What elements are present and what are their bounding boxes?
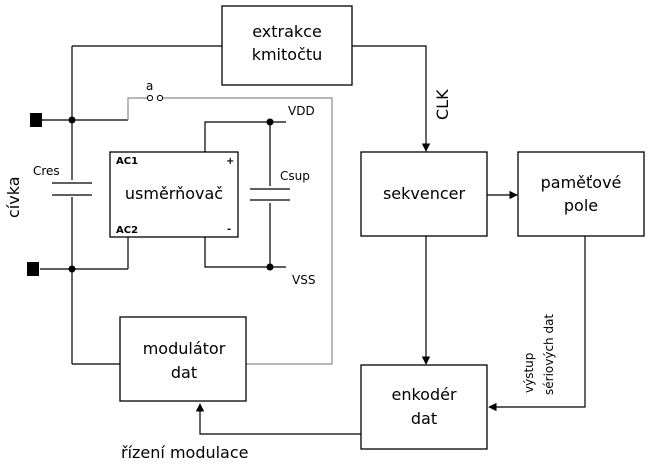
clk-arrow <box>352 45 431 152</box>
rectifier-label: usměrňovač <box>125 184 223 203</box>
coil-terminal-bottom <box>27 262 39 276</box>
minus-label: - <box>227 224 231 235</box>
frequency-extraction-label-line2: kmitočtu <box>252 45 323 64</box>
ac1-label: AC1 <box>116 156 138 167</box>
switch-contact-left <box>146 94 154 102</box>
memory-array-block <box>517 151 645 237</box>
vss-label: VSS <box>292 273 315 287</box>
encoder-label-line1: enkodér <box>391 385 456 404</box>
cres-label: Cres <box>33 164 60 178</box>
rectifier-block <box>109 151 239 238</box>
plus-label: + <box>226 156 234 167</box>
modulator-block <box>119 316 247 402</box>
sequencer-block <box>360 151 488 237</box>
junction-dot <box>266 118 274 126</box>
frequency-extraction-block <box>221 5 353 86</box>
memory-array-label-line1: paměťové <box>541 173 622 192</box>
junction-dot <box>266 263 274 271</box>
frequency-extraction-label-line1: extrakce <box>252 22 322 41</box>
switch-label: a <box>146 79 153 93</box>
csup-label: Csup <box>280 169 310 183</box>
vdd-label: VDD <box>288 104 315 118</box>
junction-dot <box>68 116 76 124</box>
coil-terminal-top <box>30 113 42 127</box>
serial-output-arrow <box>488 236 586 412</box>
encoder-label-line2: dat <box>411 409 437 428</box>
memory-array-label-line2: pole <box>564 196 598 215</box>
modulation-control-label: řízení modulace <box>121 443 249 462</box>
encoder-block <box>360 364 488 450</box>
cres-capacitor <box>50 180 94 197</box>
coil-wiring <box>40 45 333 365</box>
serial-output-label-line1: výstup <box>522 353 536 393</box>
modulation-control-arrow <box>195 403 361 435</box>
modulator-label-line2: dat <box>171 363 197 382</box>
clk-label: CLK <box>433 89 452 120</box>
switch-contact-right <box>156 94 164 102</box>
csup-capacitor <box>248 186 292 203</box>
sequencer-label: sekvencer <box>383 184 466 203</box>
ac2-label: AC2 <box>116 225 138 236</box>
serial-output-label-line2: sériových dat <box>542 314 556 395</box>
coil-label: cívka <box>4 177 23 219</box>
junction-dot <box>68 265 76 273</box>
modulator-label-line1: modulátor <box>143 339 226 358</box>
